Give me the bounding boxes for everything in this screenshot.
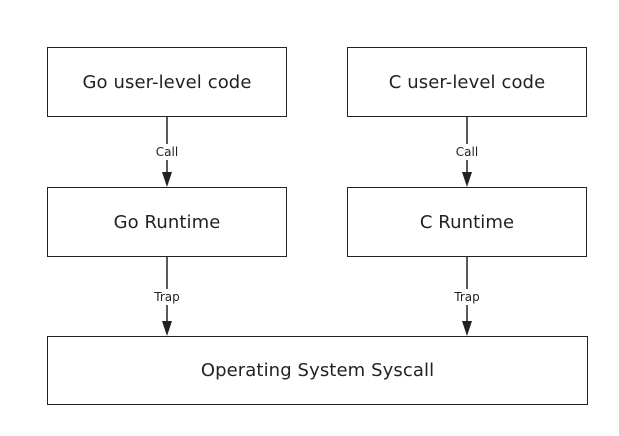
arrow-c-call-head — [462, 172, 472, 187]
arrow-go-trap-head — [162, 321, 172, 336]
edge-label-c-trap: Trap — [452, 289, 482, 305]
node-operating-system-syscall: Operating System Syscall — [47, 336, 588, 405]
node-c-user-level-code: C user-level code — [347, 47, 587, 117]
node-label: Go user-level code — [82, 71, 252, 93]
arrow-c-trap-head — [462, 321, 472, 336]
node-label: C Runtime — [419, 211, 515, 233]
edge-label-c-call: Call — [453, 144, 481, 160]
edge-label-go-trap: Trap — [152, 289, 182, 305]
edge-label-go-call: Call — [153, 144, 181, 160]
node-label: Go Runtime — [113, 211, 221, 233]
node-go-runtime: Go Runtime — [47, 187, 287, 257]
node-label: C user-level code — [388, 71, 546, 93]
node-label: Operating System Syscall — [200, 360, 435, 381]
arrow-go-call-head — [162, 172, 172, 187]
node-go-user-level-code: Go user-level code — [47, 47, 287, 117]
node-c-runtime: C Runtime — [347, 187, 587, 257]
